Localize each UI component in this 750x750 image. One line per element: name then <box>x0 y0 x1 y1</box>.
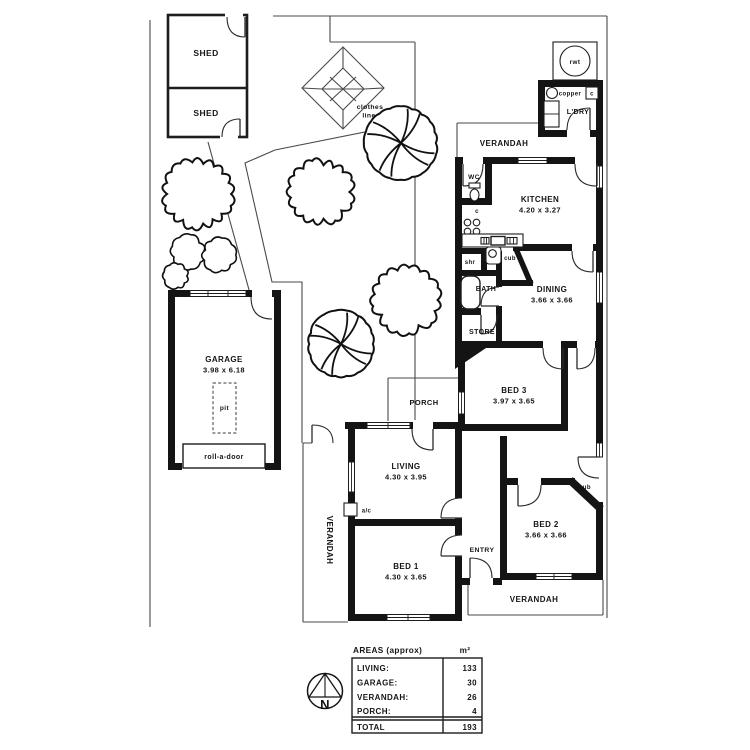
bed3-label: BED 3 <box>501 386 527 395</box>
tree-branch-line <box>331 343 342 375</box>
dining-dims: 3.66 x 3.66 <box>531 296 573 305</box>
tree-icon <box>200 236 238 274</box>
north-compass-icon: N <box>306 672 344 712</box>
store-label: STORE <box>469 329 495 336</box>
areas-table-unit: m² <box>460 646 471 655</box>
shed2-label: SHED <box>193 108 218 118</box>
tree-branch-line <box>400 113 421 144</box>
bed2-label: BED 2 <box>533 520 559 529</box>
cub-kitchen-label: cub <box>504 256 516 262</box>
tree-branch-line <box>400 108 409 144</box>
toilet-icon <box>468 182 481 202</box>
bed3-dims: 3.97 x 3.65 <box>493 397 535 406</box>
living-label: LIVING <box>391 462 420 471</box>
areas-row-label-0: LIVING: <box>357 664 389 673</box>
ac-unit-icon <box>343 502 358 517</box>
shed-building <box>166 12 249 140</box>
bed2-dims: 3.66 x 3.66 <box>525 531 567 540</box>
garage-label: GARAGE <box>205 355 243 364</box>
tree-branch-line <box>378 142 402 171</box>
areas-row-value-0: 133 <box>462 664 477 673</box>
bathtub-icon <box>460 275 481 310</box>
areas-total-value: 193 <box>462 723 477 732</box>
areas-row-value-1: 30 <box>467 679 477 688</box>
stove-icon <box>463 218 481 236</box>
tree-branch-line <box>310 334 342 345</box>
trees <box>161 105 443 379</box>
verandah-bottom-label: VERANDAH <box>510 595 559 604</box>
porch-label: PORCH <box>409 398 438 407</box>
areas-row-value-3: 4 <box>472 707 477 716</box>
clothes-line-label-2: line <box>362 113 375 120</box>
pit-label: pit <box>220 405 230 412</box>
garage-dims: 3.98 x 6.18 <box>203 366 245 375</box>
areas-row-label-2: VERANDAH: <box>357 693 409 702</box>
tree-branch-line <box>340 343 372 355</box>
tree-branch-line <box>340 316 360 345</box>
ac-label: a/c <box>362 509 372 515</box>
cub-bed2-label: cub <box>579 485 591 491</box>
copper-label: copper <box>559 92 582 98</box>
tree-icon <box>161 157 236 232</box>
living-dims: 4.30 x 3.95 <box>385 473 427 482</box>
tree-icon <box>285 157 356 226</box>
laundry-fixtures <box>543 86 599 128</box>
areas-table: AREAS (approx) m² LIVING: 133 GARAGE: 30… <box>351 646 483 734</box>
tree-branch-line <box>400 142 435 155</box>
rwt-label: rwt <box>570 59 581 66</box>
bed1-label: BED 1 <box>393 562 419 571</box>
areas-total-label: TOTAL <box>357 723 385 732</box>
garage-building <box>168 290 281 470</box>
tree-branch-line <box>367 133 402 144</box>
bath-label: BATH <box>476 286 497 293</box>
dining-label: DINING <box>537 285 567 294</box>
areas-table-title: AREAS (approx) <box>353 646 422 655</box>
tree-icon <box>169 232 206 271</box>
laundry-label: L'DRY <box>567 109 589 116</box>
tree-icon <box>369 263 443 337</box>
areas-row-label-1: GARAGE: <box>357 679 398 688</box>
shed1-label: SHED <box>193 48 218 58</box>
basin-icon <box>485 246 502 265</box>
kitchen-label: KITCHEN <box>521 195 559 204</box>
kitchen-dims: 4.20 x 3.27 <box>519 206 561 215</box>
kitchen-bench-sink-icon <box>461 233 524 248</box>
tree-branch-line <box>314 324 342 345</box>
wc-label: WC <box>468 174 480 181</box>
clothes-line-label-1: clothes <box>357 104 384 111</box>
tree-branch-line <box>372 121 402 144</box>
verandah-outlines <box>302 122 604 623</box>
house-walls <box>345 80 604 621</box>
shr-label: shr <box>465 260 476 266</box>
bed1-dims: 4.30 x 3.65 <box>385 573 427 582</box>
verandah-top-label: VERANDAH <box>480 139 529 148</box>
tree-branch-line <box>390 142 402 177</box>
doors <box>311 107 600 579</box>
clothes-line-icon <box>301 46 385 130</box>
compass-n-label: N <box>320 697 330 712</box>
entry-label: ENTRY <box>470 547 495 554</box>
tree-branch-line <box>320 343 342 370</box>
areas-row-value-2: 26 <box>467 693 477 702</box>
tree-icon <box>161 262 189 291</box>
verandah-left-label: VERANDAH <box>325 516 334 565</box>
roll-a-door-label: roll-a-door <box>204 454 243 461</box>
windows <box>348 157 603 621</box>
c-kitchen-label: c <box>475 209 479 215</box>
rainwater-tank-icon <box>552 41 598 81</box>
tree-branch-line <box>340 343 367 365</box>
areas-row-label-3: PORCH: <box>357 707 391 716</box>
tree-branch-line <box>400 142 429 166</box>
site-boundary-lines <box>149 15 608 627</box>
tree-branch-line <box>340 312 349 345</box>
c-laundry-label: c <box>590 92 594 98</box>
